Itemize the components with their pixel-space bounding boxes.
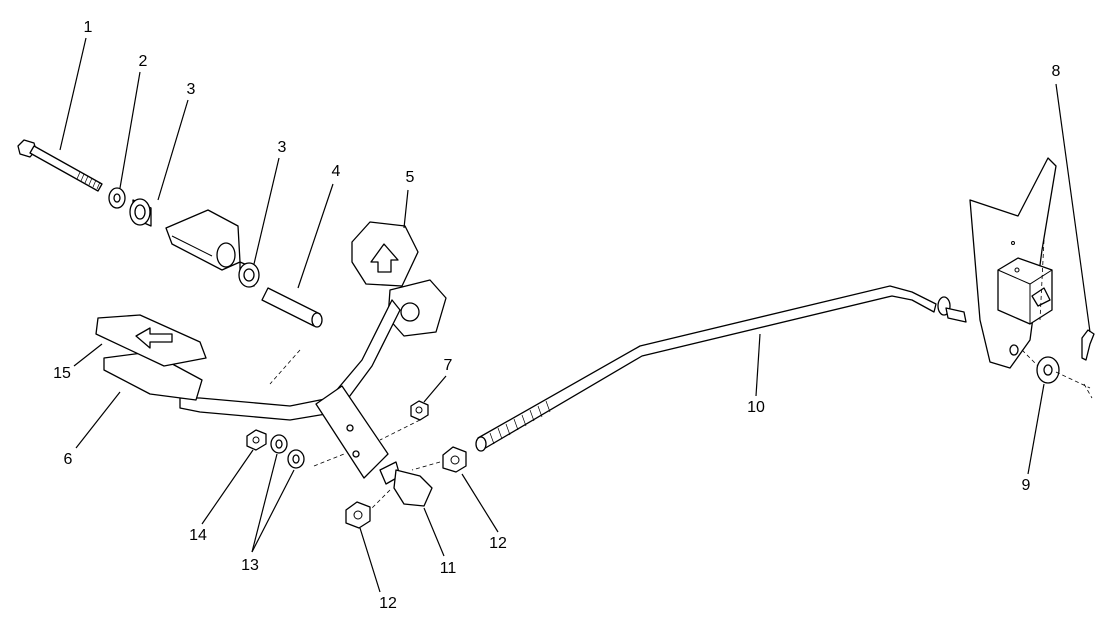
assembly-lines — [269, 239, 1093, 509]
callout-6: 6 — [63, 451, 73, 468]
bolt-part-1 — [17, 139, 103, 192]
callout-15: 15 — [53, 365, 71, 382]
rod-part-10 — [475, 285, 967, 452]
callout-4: 4 — [331, 163, 341, 180]
callout-3-left: 3 — [186, 81, 196, 98]
nut-part-12-lower — [345, 501, 371, 529]
washer-part-9 — [1036, 356, 1060, 384]
swivel-part-11 — [379, 461, 433, 507]
nut-part-12-upper — [442, 446, 467, 473]
callout-3-right: 3 — [277, 139, 287, 156]
nut-part-7 — [410, 400, 429, 421]
callout-2: 2 — [138, 53, 148, 70]
mounting-plate — [969, 157, 1057, 369]
pedal-pad-part-15 — [95, 314, 207, 367]
callout-13: 13 — [241, 557, 259, 574]
callout-5: 5 — [405, 169, 415, 186]
callout-12-upper: 12 — [489, 535, 507, 552]
up-arrow-icon — [370, 243, 399, 273]
bushing-part-3-left — [129, 198, 152, 227]
left-arrow-icon — [135, 327, 173, 349]
washer-part-2 — [108, 187, 126, 209]
pivot-bracket — [165, 209, 241, 271]
callout-10: 10 — [747, 399, 765, 416]
leader-lines — [59, 37, 1091, 593]
cotter-pin-part-8 — [1081, 329, 1095, 361]
sleeve-part-4 — [261, 287, 323, 328]
callout-9: 9 — [1021, 477, 1031, 494]
callout-14: 14 — [189, 527, 207, 544]
washer-part-13-a — [270, 434, 288, 454]
callout-8: 8 — [1051, 63, 1061, 80]
callout-1: 1 — [83, 19, 93, 36]
callout-11: 11 — [439, 560, 457, 577]
callout-7: 7 — [443, 357, 453, 374]
bushing-part-3-right — [238, 261, 260, 288]
nut-part-14 — [246, 429, 267, 451]
pedal-pad-part-5 — [351, 221, 419, 287]
callout-12-lower: 12 — [379, 595, 397, 612]
washer-part-13-b — [287, 449, 305, 469]
pedal-arm — [179, 279, 447, 479]
